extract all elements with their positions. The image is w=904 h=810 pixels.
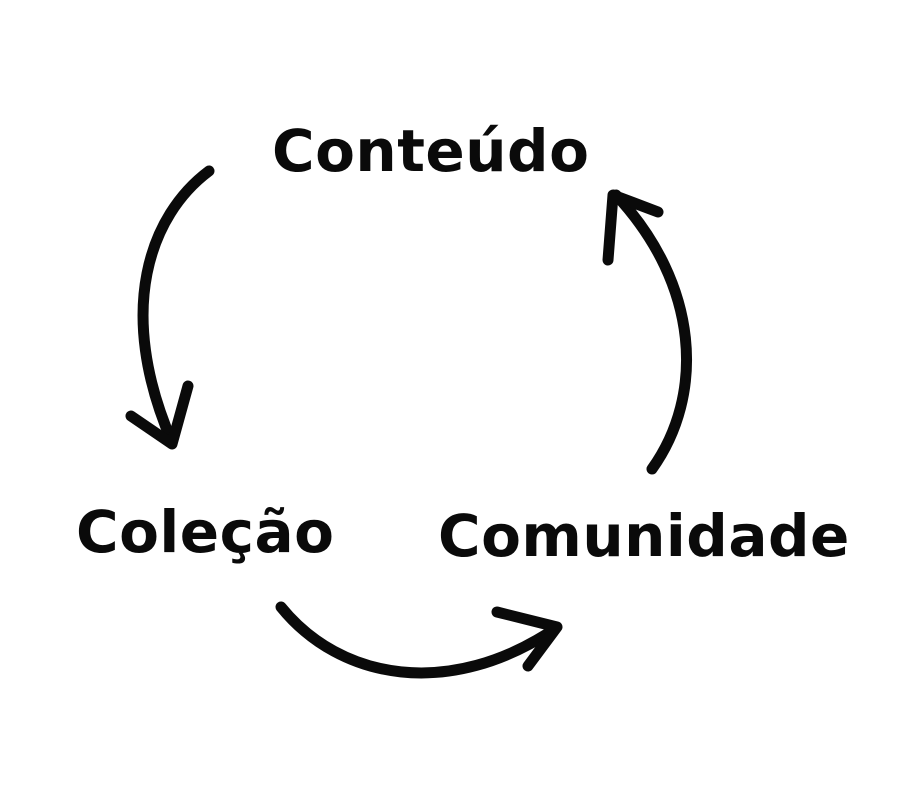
arrow-shaft [610, 189, 693, 475]
node-colecao: Coleção [76, 498, 335, 566]
arrow-shaft [137, 165, 215, 448]
arrow-head [602, 189, 664, 266]
node-conteudo: Conteúdo [272, 117, 590, 185]
arrow-head [491, 606, 563, 672]
arrow-colecao-to-comunidade [275, 601, 563, 679]
arrow-conteudo-to-colecao [125, 165, 215, 450]
node-comunidade: Comunidade [438, 502, 850, 570]
arrow-shaft [275, 601, 562, 679]
arrow-comunidade-to-conteudo [602, 189, 693, 475]
arrow-head [125, 380, 194, 450]
